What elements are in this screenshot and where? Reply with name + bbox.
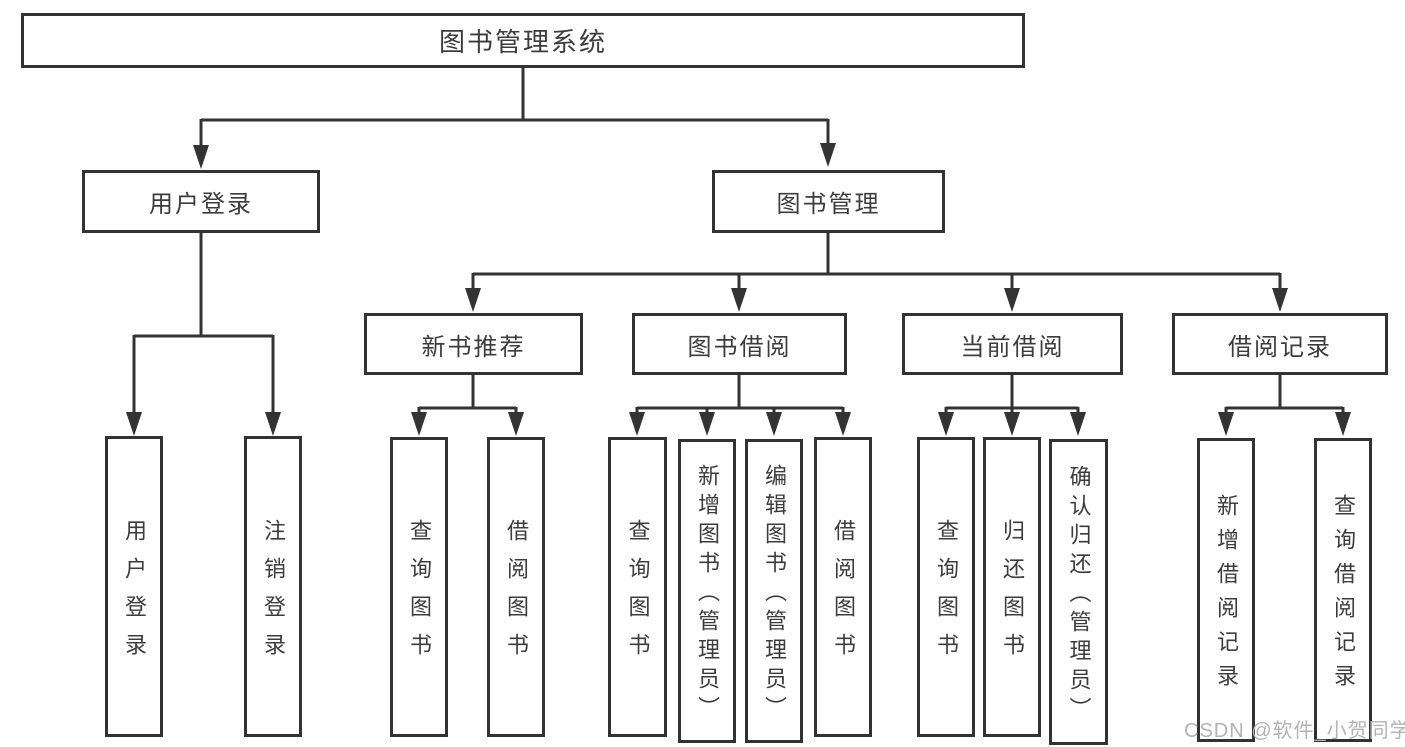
node-user-login: 用户登录: [82, 170, 320, 233]
leaf-query-books-current: 查询图书: [917, 437, 975, 737]
node-borrowing-records: 借阅记录: [1172, 313, 1388, 375]
leaf-query-books-borrowing: 查询图书: [608, 437, 667, 737]
node-current-borrowing: 当前借阅: [902, 313, 1123, 375]
leaf-add-book-admin: 新增图书（管理员）: [678, 439, 736, 743]
leaf-borrow-books-recommend: 借阅图书: [487, 437, 545, 737]
node-current-borrowing-label: 当前借阅: [960, 333, 1065, 361]
leaf-query-books-recommend: 查询图书: [390, 437, 448, 737]
node-borrowing-records-label: 借阅记录: [1228, 333, 1332, 361]
node-root: 图书管理系统: [21, 13, 1025, 68]
leaf-return-books: 归还图书: [983, 437, 1041, 737]
node-user-login-label: 用户登录: [149, 191, 253, 218]
node-book-management-label: 图书管理: [776, 191, 881, 218]
node-new-book-recommendation: 新书推荐: [364, 313, 583, 375]
node-new-book-recommendation-label: 新书推荐: [421, 333, 526, 361]
csdn-watermark: CSDN @软件_小贺同学: [1184, 720, 1405, 742]
leaf-borrow-books-borrowing: 借阅图书: [814, 437, 872, 737]
node-book-borrowing: 图书借阅: [632, 313, 847, 375]
node-book-borrowing-label: 图书借阅: [687, 333, 792, 361]
leaf-logout: 注销登录: [244, 436, 302, 737]
leaf-user-login: 用户登录: [105, 436, 163, 737]
node-root-label: 图书管理系统: [438, 27, 607, 57]
leaf-confirm-return-admin: 确认归还（管理员）: [1049, 439, 1108, 745]
node-book-management: 图书管理: [712, 170, 945, 233]
leaf-query-borrow-record: 查询借阅记录: [1314, 438, 1372, 742]
leaf-add-borrow-record: 新增借阅记录: [1197, 438, 1255, 742]
leaf-edit-book-admin: 编辑图书（管理员）: [745, 439, 803, 743]
